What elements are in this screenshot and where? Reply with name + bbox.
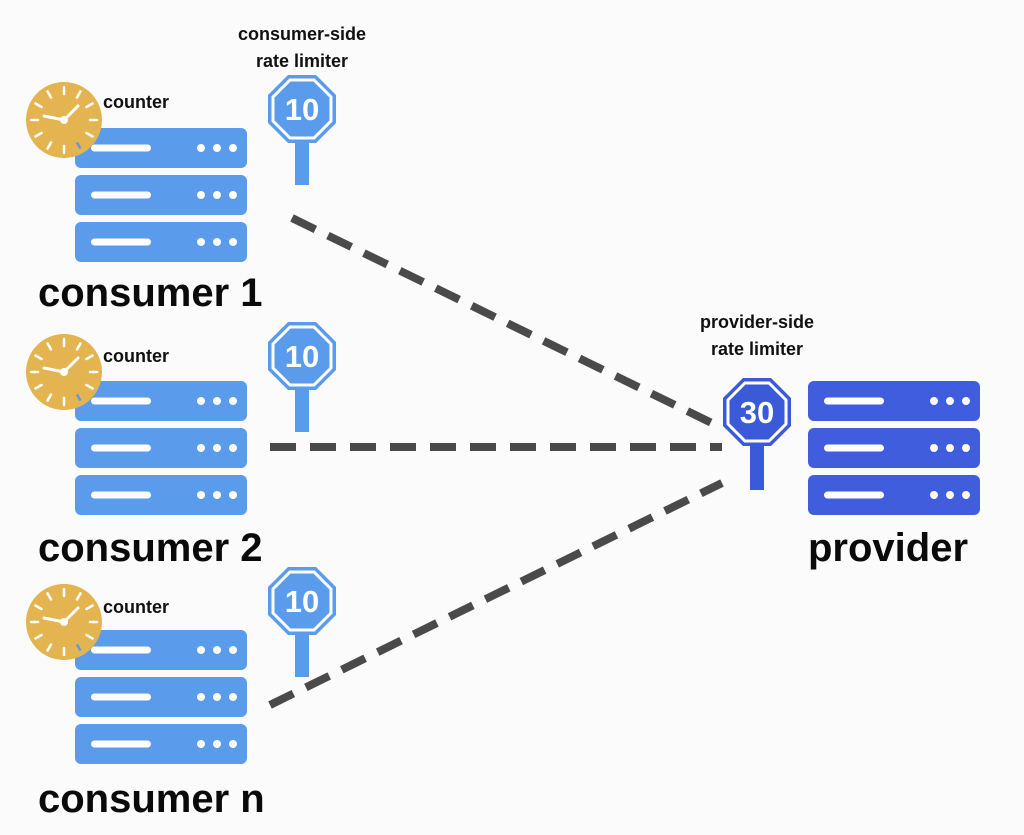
connections [268, 214, 724, 709]
server-icon [75, 630, 247, 764]
connection-consumer-n [268, 479, 724, 709]
consumer-1-group: counter 10 consumer 1 [26, 75, 336, 315]
counter-label: counter [103, 346, 169, 366]
consumer-limiter-title-line1: consumer-side [238, 24, 366, 44]
provider-limit: 30 [740, 395, 774, 430]
provider-limiter-title-line1: provider-side [700, 312, 814, 332]
consumer-2-name: consumer 2 [38, 526, 263, 570]
consumer-n-name: consumer n [38, 777, 265, 821]
octagon-sign-icon: 30 [723, 378, 791, 490]
consumer-2-limit: 10 [285, 339, 319, 374]
octagon-sign-icon: 10 [268, 322, 336, 432]
consumer-1-limit: 10 [285, 92, 319, 127]
provider-limiter-title-line2: rate limiter [711, 339, 803, 359]
octagon-sign-icon: 10 [268, 75, 336, 185]
server-icon [75, 128, 247, 262]
consumer-1-name: consumer 1 [38, 271, 263, 315]
clock-icon [26, 82, 102, 158]
consumer-2-group: counter 10 consumer 2 [26, 322, 336, 570]
consumer-limiter-title-line2: rate limiter [256, 51, 348, 71]
counter-label: counter [103, 92, 169, 112]
provider-group: provider-side rate limiter 30 provider [700, 312, 980, 570]
provider-name: provider [808, 526, 968, 570]
consumer-n-group: counter 10 consumer n [26, 567, 336, 821]
octagon-sign-icon: 10 [268, 567, 336, 677]
counter-label: counter [103, 597, 169, 617]
clock-icon [26, 584, 102, 660]
server-icon [75, 381, 247, 515]
server-icon [808, 381, 980, 515]
clock-icon [26, 334, 102, 410]
connection-consumer-1 [290, 214, 724, 432]
consumer-n-limit: 10 [285, 584, 319, 619]
